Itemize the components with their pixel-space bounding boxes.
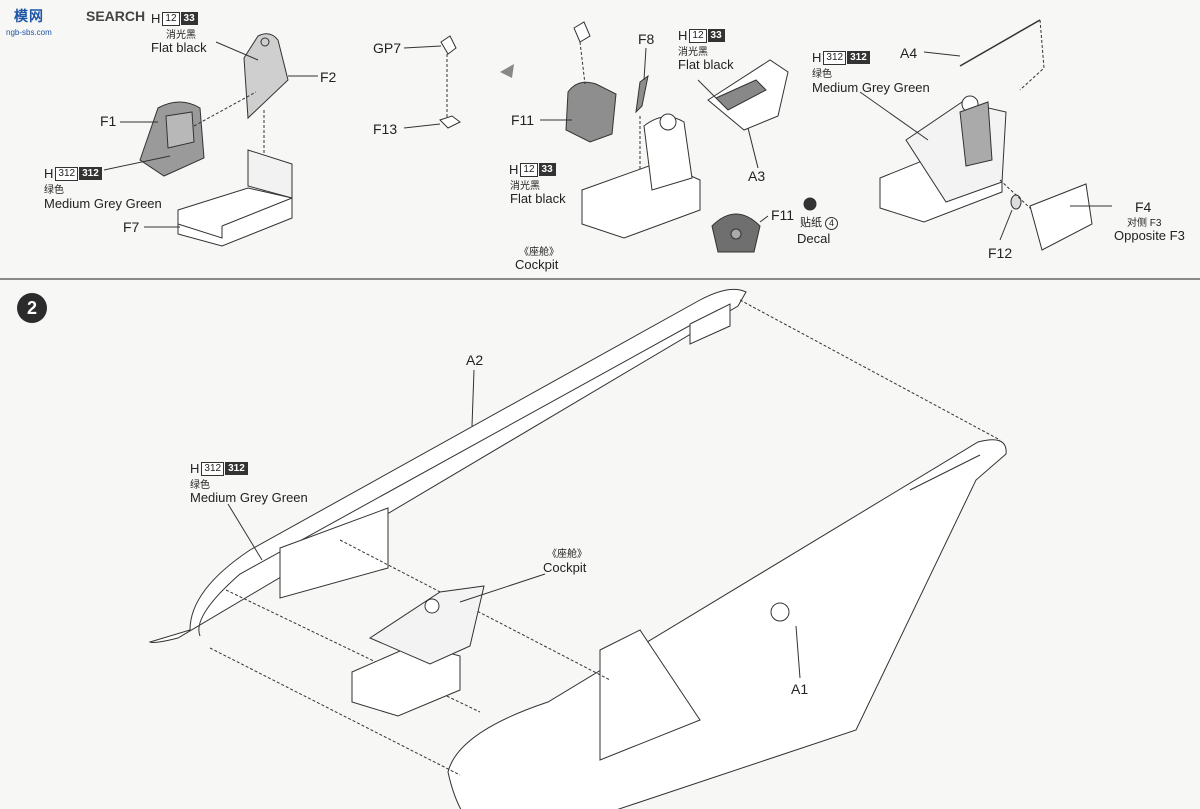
cockpit-caption-en: Cockpit	[515, 257, 559, 272]
paint-name-en: Flat black	[151, 40, 207, 55]
paint-code-alt: 312	[225, 462, 248, 475]
part-label-f13: F13	[373, 121, 398, 137]
part-a3-panel	[707, 59, 789, 131]
paint-code-prefix: H	[190, 461, 200, 476]
paint-code-alt: 33	[180, 12, 198, 25]
paint-name-en: Medium Grey Green	[812, 80, 930, 95]
paint-code-number: 12	[162, 11, 180, 26]
opposite-zh: 对侧 F3	[1127, 218, 1162, 229]
cockpit-caption-en: Cockpit	[543, 560, 587, 575]
paint-code-alt: 312	[847, 51, 870, 64]
cockpit-caption-zh: 《座舱》	[547, 549, 587, 560]
paint-code-alt: 33	[707, 29, 725, 42]
part-label-f7: F7	[123, 219, 140, 235]
part-f11-armor	[565, 21, 617, 143]
part-label-a1: A1	[791, 681, 809, 697]
decal-label-zh: 贴纸	[800, 217, 822, 229]
part-label-f11: F11	[511, 112, 535, 128]
paint-code-f2: H 12 33	[151, 11, 198, 26]
decal-icon	[803, 197, 817, 211]
part-label-f11-decal: F11	[771, 207, 795, 223]
paint-code-alt: 33	[538, 163, 556, 176]
part-f4-panel	[1029, 183, 1093, 251]
opposite-en: Opposite F3	[1114, 228, 1185, 243]
paint-name-zh: 绿色	[190, 480, 210, 491]
paint-name-zh: 消光黑	[510, 181, 540, 192]
paint-name-zh: 绿色	[44, 185, 64, 196]
paint-code-alt: 312	[79, 167, 102, 180]
paint-code-prefix: H	[678, 28, 688, 43]
paint-code-number: 312	[823, 50, 847, 65]
paint-code-a3: H 12 33	[678, 28, 725, 43]
cockpit-caption-zh: 《座舱》	[519, 247, 559, 258]
site-logo: 模网 SEARCH ngb-sbs.com	[2, 4, 162, 38]
paint-name-en: Medium Grey Green	[190, 490, 308, 505]
paint-code-prefix: H	[812, 50, 822, 65]
paint-code-number: 12	[689, 28, 707, 43]
paint-code-f11: H 12 33	[509, 162, 556, 177]
logo-url: ngb-sbs.com	[6, 28, 52, 37]
logo-search: SEARCH	[86, 8, 146, 24]
part-label-a3: A3	[748, 168, 766, 184]
direction-arrow	[500, 64, 514, 78]
part-label-f4: F4	[1135, 199, 1152, 215]
decal-number: 4	[825, 217, 839, 230]
paint-code-prefix: H	[151, 11, 161, 26]
part-label-a2: A2	[466, 352, 484, 368]
cockpit-assembly-3	[351, 585, 485, 717]
paint-name-en: Flat black	[510, 191, 566, 206]
paint-code-assembled: H 312 312	[812, 50, 870, 65]
part-label-a4: A4	[900, 45, 918, 61]
part-a1-fuselage	[447, 439, 1007, 809]
part-f7-tray	[177, 149, 293, 247]
paint-name-zh: 消光黑	[678, 47, 708, 58]
paint-name-en: Medium Grey Green	[44, 196, 162, 211]
part-label-f1: F1	[100, 113, 117, 129]
paint-name-zh: 绿色	[812, 69, 832, 80]
step-number-badge: 2	[17, 293, 47, 323]
paint-name-en: Flat black	[678, 57, 734, 72]
paint-code-prefix: H	[509, 162, 519, 177]
decal-label: 贴纸 4	[800, 216, 839, 231]
part-label-gp7: GP7	[373, 40, 402, 56]
paint-code-number: 12	[520, 162, 538, 177]
part-f11-decal	[711, 213, 761, 253]
part-label-f2: F2	[320, 69, 337, 85]
paint-code-fuselage: H 312 312	[190, 461, 248, 476]
part-f8-lever	[635, 74, 649, 114]
part-gp7-gunsight	[439, 35, 461, 129]
cockpit-assembly-1	[581, 113, 701, 239]
part-f1-seat	[139, 101, 205, 177]
part-label-f12: F12	[988, 245, 1013, 261]
part-f2-backplate	[243, 33, 289, 120]
paint-name-zh: 消光黑	[166, 30, 196, 41]
paint-code-number: 312	[201, 461, 225, 476]
part-a2-fuselage	[148, 288, 747, 643]
paint-code-seat: H 312 312	[44, 166, 102, 181]
logo-brand: 模网	[14, 8, 44, 24]
paint-code-number: 312	[55, 166, 79, 181]
part-label-f8: F8	[638, 31, 655, 47]
cockpit-assembly-2	[879, 95, 1007, 223]
part-f12-wheel	[1010, 194, 1022, 210]
paint-code-prefix: H	[44, 166, 54, 181]
decal-label-en: Decal	[797, 231, 831, 246]
